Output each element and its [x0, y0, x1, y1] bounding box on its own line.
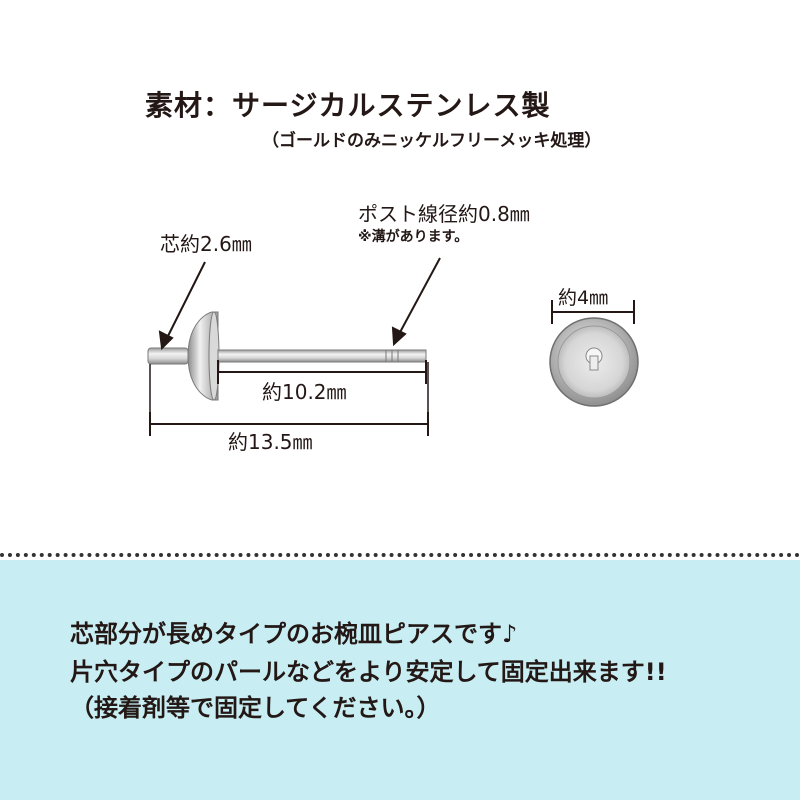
pad-top-view — [549, 317, 639, 407]
core-dimension-label: 芯約2.6㎜ — [160, 232, 252, 256]
product-spec-area — [0, 0, 800, 556]
total-length-dimension-line — [149, 362, 429, 436]
description-line-1: 芯部分が長めタイプのお椀皿ピアスです♪ — [70, 620, 518, 648]
description-line-2: 片穴タイプのパールなどをより安定して固定出来ます!! — [70, 658, 667, 686]
pad-dimension-label: 約4㎜ — [558, 287, 609, 309]
groove-note: ※溝があります。 — [358, 229, 469, 245]
material-title: 素材：サージカルステンレス製 — [145, 89, 551, 122]
dotted-divider — [0, 553, 800, 557]
short-length-dimension-line — [217, 360, 427, 384]
core-arrow — [158, 261, 206, 351]
post-side-view — [147, 311, 427, 401]
short-length-label: 約10.2㎜ — [262, 380, 347, 404]
description-line-3: （接着剤等で固定してください。） — [70, 694, 441, 722]
description-panel — [0, 560, 800, 800]
post-dimension-label: ポスト線径約0.8㎜ — [358, 202, 530, 226]
post-arrow — [391, 257, 441, 347]
total-length-label: 約13.5㎜ — [228, 430, 313, 454]
pad-dimension-line — [551, 300, 635, 324]
earring-post-drawing — [147, 257, 639, 436]
material-note: （ゴールドのみニッケルフリーメッキ処理） — [262, 131, 602, 151]
